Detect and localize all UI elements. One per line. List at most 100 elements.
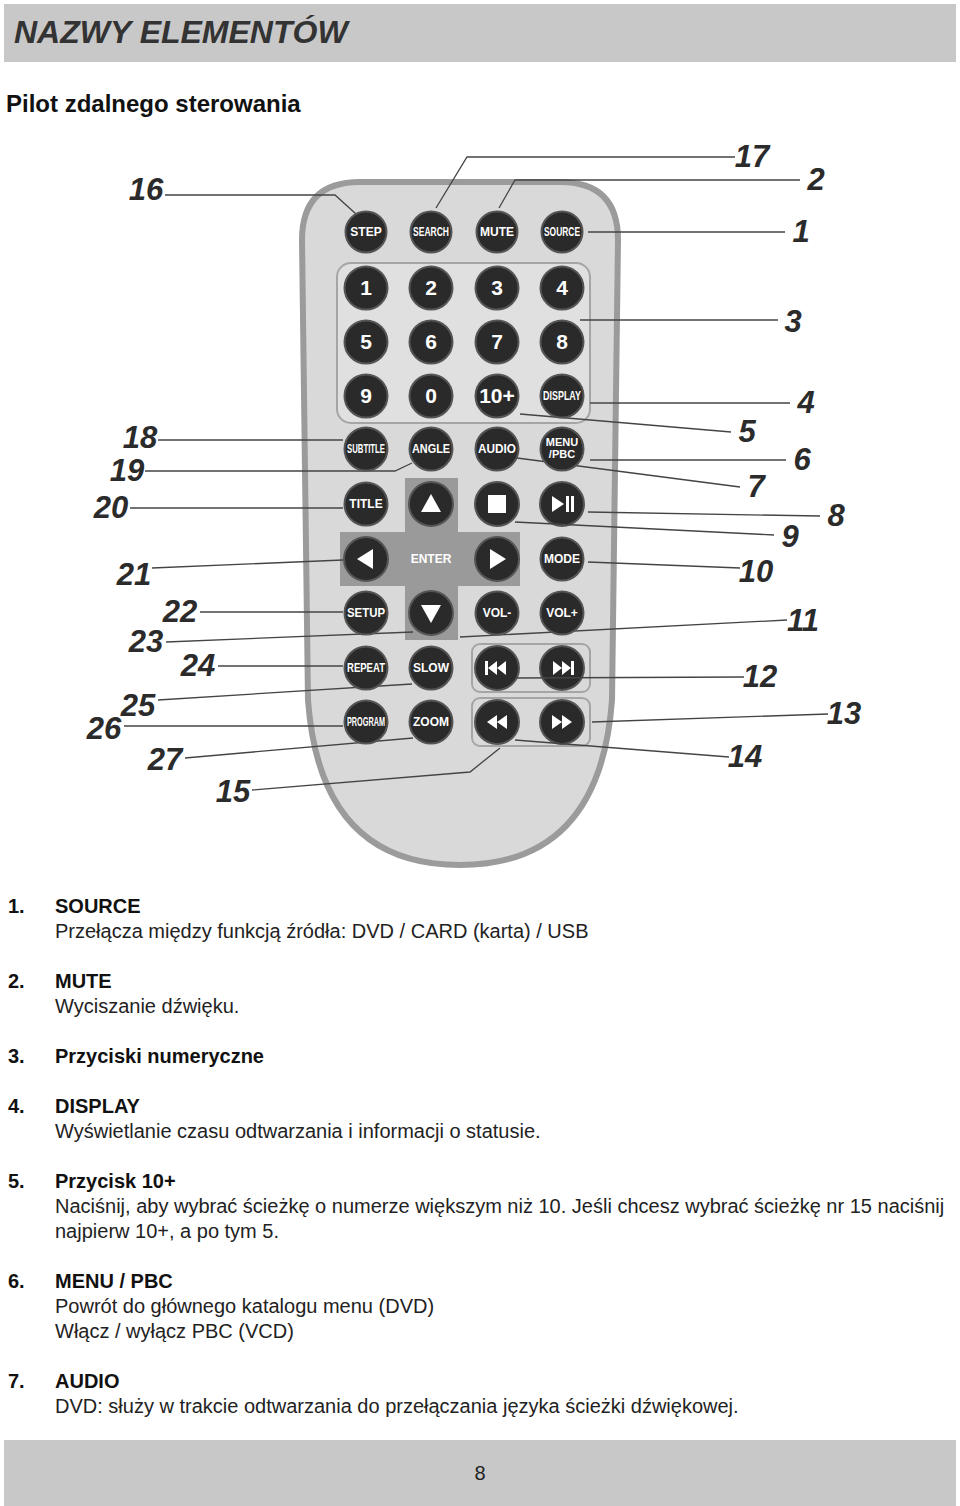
button-label: 0 (425, 385, 437, 407)
callout-number: 17 (735, 139, 769, 175)
remote-button: ZOOM (408, 699, 454, 745)
button-label: REPEAT (347, 662, 385, 675)
item-number: 3. (8, 1045, 25, 1068)
callout-number: 8 (827, 498, 844, 534)
button-label: 6 (425, 331, 437, 353)
button-label: PROGRAM (347, 716, 385, 729)
callout-number: 3 (784, 304, 801, 340)
remote-button: 4 (539, 265, 585, 311)
callout-number: 18 (123, 420, 157, 456)
remote-button: VOL+ (539, 590, 585, 636)
remote-button: 0 (408, 373, 454, 419)
remote-button: 1 (343, 265, 389, 311)
item-heading: Przyciski numeryczne (55, 1045, 264, 1068)
page-title: NAZWY ELEMENTÓW (14, 14, 348, 51)
item-heading: AUDIO (55, 1370, 119, 1393)
button-label: AUDIO (478, 443, 516, 456)
remote-button: DISPLAY (539, 373, 585, 419)
callout-number: 20 (94, 490, 128, 526)
callout-number: 23 (129, 624, 163, 660)
callout-number: 7 (747, 469, 764, 505)
item-number: 1. (8, 895, 25, 918)
item-description: Naciśnij, aby wybrać ścieżkę o numerze w… (55, 1194, 945, 1244)
callout-number: 27 (148, 742, 182, 778)
button-label: MODE (544, 553, 580, 566)
button-label: 4 (556, 277, 568, 299)
item-heading: Przycisk 10+ (55, 1170, 176, 1193)
item-description: Włącz / wyłącz PBC (VCD) (55, 1320, 294, 1343)
remote-button: PROGRAM (343, 699, 389, 745)
callout-number: 24 (181, 648, 215, 684)
item-heading: SOURCE (55, 895, 141, 918)
button-label: VOL+ (546, 607, 578, 620)
callout-number: 11 (787, 603, 819, 639)
item-description: DVD: służy w trakcie odtwarzania do prze… (55, 1395, 739, 1418)
callout-number: 21 (117, 557, 151, 593)
item-number: 6. (8, 1270, 25, 1293)
item-number: 2. (8, 970, 25, 993)
item-heading: DISPLAY (55, 1095, 140, 1118)
button-label: MUTE (480, 226, 514, 239)
item-description: Wyświetlanie czasu odtwarzania i informa… (55, 1120, 541, 1143)
remote-body (302, 182, 618, 865)
header-band: NAZWY ELEMENTÓW (4, 4, 956, 62)
callout-number: 4 (797, 385, 814, 421)
remote-button: SOURCE (540, 210, 584, 254)
button-label: SOURCE (544, 226, 580, 239)
remote-button: 3 (474, 265, 520, 311)
item-description: Przełącza między funkcją źródła: DVD / C… (55, 920, 589, 943)
seek-frame (472, 698, 590, 746)
callout-number: 9 (781, 519, 798, 555)
callout-number: 2 (807, 162, 824, 198)
number-pad-frame (337, 263, 590, 423)
callout-number: 12 (743, 659, 777, 695)
remote-button: TITLE (343, 481, 389, 527)
remote-button: SEARCH (409, 210, 453, 254)
remote-button: VOL- (474, 590, 520, 636)
remote-button: 5 (343, 319, 389, 365)
callout-number: 15 (216, 774, 250, 810)
page-number: 8 (4, 1462, 956, 1485)
item-number: 7. (8, 1370, 25, 1393)
button-label: 3 (491, 277, 503, 299)
skip-frame (472, 644, 590, 692)
item-number: 5. (8, 1170, 25, 1193)
callout-number: 16 (129, 172, 163, 208)
button-label: ZOOM (413, 716, 449, 729)
button-label: 2 (425, 277, 437, 299)
button-label: SUBTITLE (347, 443, 385, 456)
button-label: SETUP (347, 607, 385, 620)
callout-number: 6 (793, 442, 810, 478)
remote-button: 9 (343, 373, 389, 419)
remote-button: SLOW (408, 645, 454, 691)
button-label: SEARCH (413, 226, 449, 239)
button-label: STEP (350, 226, 381, 239)
remote-button: 7 (474, 319, 520, 365)
remote-button: STEP (344, 210, 388, 254)
leader-lines (124, 157, 828, 790)
callout-number: 19 (110, 453, 144, 489)
item-description: Powrót do głównego katalogu menu (DVD) (55, 1295, 434, 1318)
remote-button: MUTE (475, 210, 519, 254)
icon-buttons (344, 482, 584, 744)
button-label: 9 (360, 385, 372, 407)
remote-button: SUBTITLE (343, 426, 389, 472)
callout-number: 26 (87, 711, 121, 747)
remote-button: REPEAT (343, 645, 389, 691)
button-label: 5 (360, 331, 372, 353)
item-heading: MUTE (55, 970, 112, 993)
subtitle: Pilot zdalnego sterowania (6, 90, 301, 118)
callout-number: 13 (827, 696, 861, 732)
footer-band: 8 (4, 1440, 956, 1506)
callout-number: 10 (739, 554, 773, 590)
button-label: ANGLE (412, 443, 450, 456)
remote-button: MODE (539, 536, 585, 582)
item-heading: MENU / PBC (55, 1270, 173, 1293)
remote-button: MENU /PBC (539, 426, 585, 472)
callout-number: 1 (792, 214, 809, 250)
remote-button: 10+ (474, 373, 520, 419)
remote-button: 6 (408, 319, 454, 365)
direction-pad (340, 478, 520, 640)
button-label: TITLE (349, 498, 382, 511)
remote-button: 8 (539, 319, 585, 365)
